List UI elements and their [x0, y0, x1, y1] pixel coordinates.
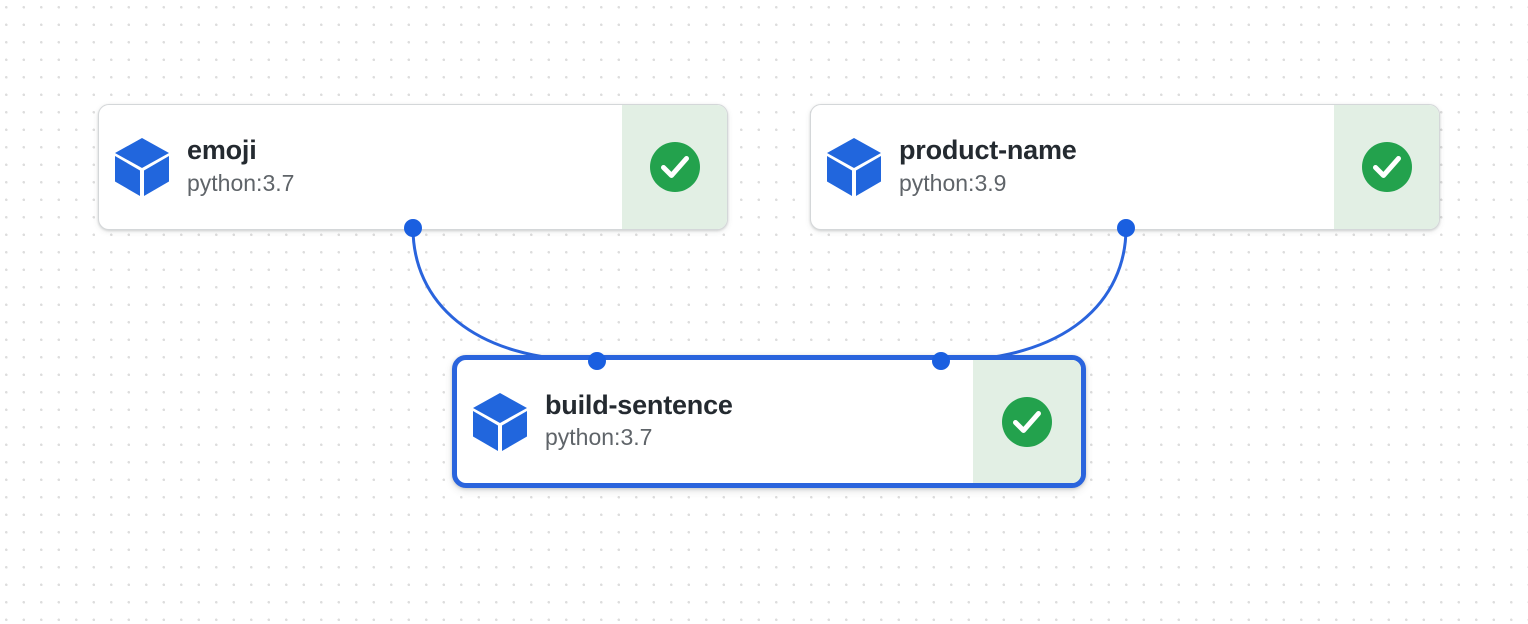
- node-subtitle: python:3.7: [545, 424, 653, 451]
- status-panel[interactable]: [973, 360, 1081, 483]
- node-text-block: build-sentence python:3.7: [543, 360, 973, 483]
- cube-icon: [827, 138, 881, 196]
- cube-icon: [115, 138, 169, 196]
- node-build-sentence[interactable]: build-sentence python:3.7: [452, 355, 1086, 488]
- node-icon-wrapper: [457, 360, 543, 483]
- node-subtitle: python:3.7: [187, 169, 295, 196]
- source-handle-emoji[interactable]: [404, 219, 422, 237]
- check-circle-icon: [1002, 396, 1052, 447]
- node-text-block: emoji python:3.7: [185, 105, 622, 229]
- node-subtitle: python:3.9: [899, 169, 1007, 196]
- node-title: build-sentence: [545, 389, 733, 420]
- node-product-name[interactable]: product-name python:3.9: [810, 104, 1440, 230]
- node-icon-wrapper: [811, 105, 897, 229]
- node-title: emoji: [187, 135, 257, 166]
- status-panel[interactable]: [622, 105, 727, 229]
- target-handle-build-sentence-left[interactable]: [588, 352, 606, 370]
- node-title: product-name: [899, 135, 1077, 166]
- check-circle-icon: [649, 142, 700, 192]
- cube-icon: [473, 392, 527, 451]
- source-handle-product-name[interactable]: [1117, 219, 1135, 237]
- check-circle-icon: [1361, 142, 1412, 192]
- target-handle-build-sentence-right[interactable]: [932, 352, 950, 370]
- node-icon-wrapper: [99, 105, 185, 229]
- node-text-block: product-name python:3.9: [897, 105, 1334, 229]
- node-emoji[interactable]: emoji python:3.7: [98, 104, 728, 230]
- status-panel[interactable]: [1334, 105, 1439, 229]
